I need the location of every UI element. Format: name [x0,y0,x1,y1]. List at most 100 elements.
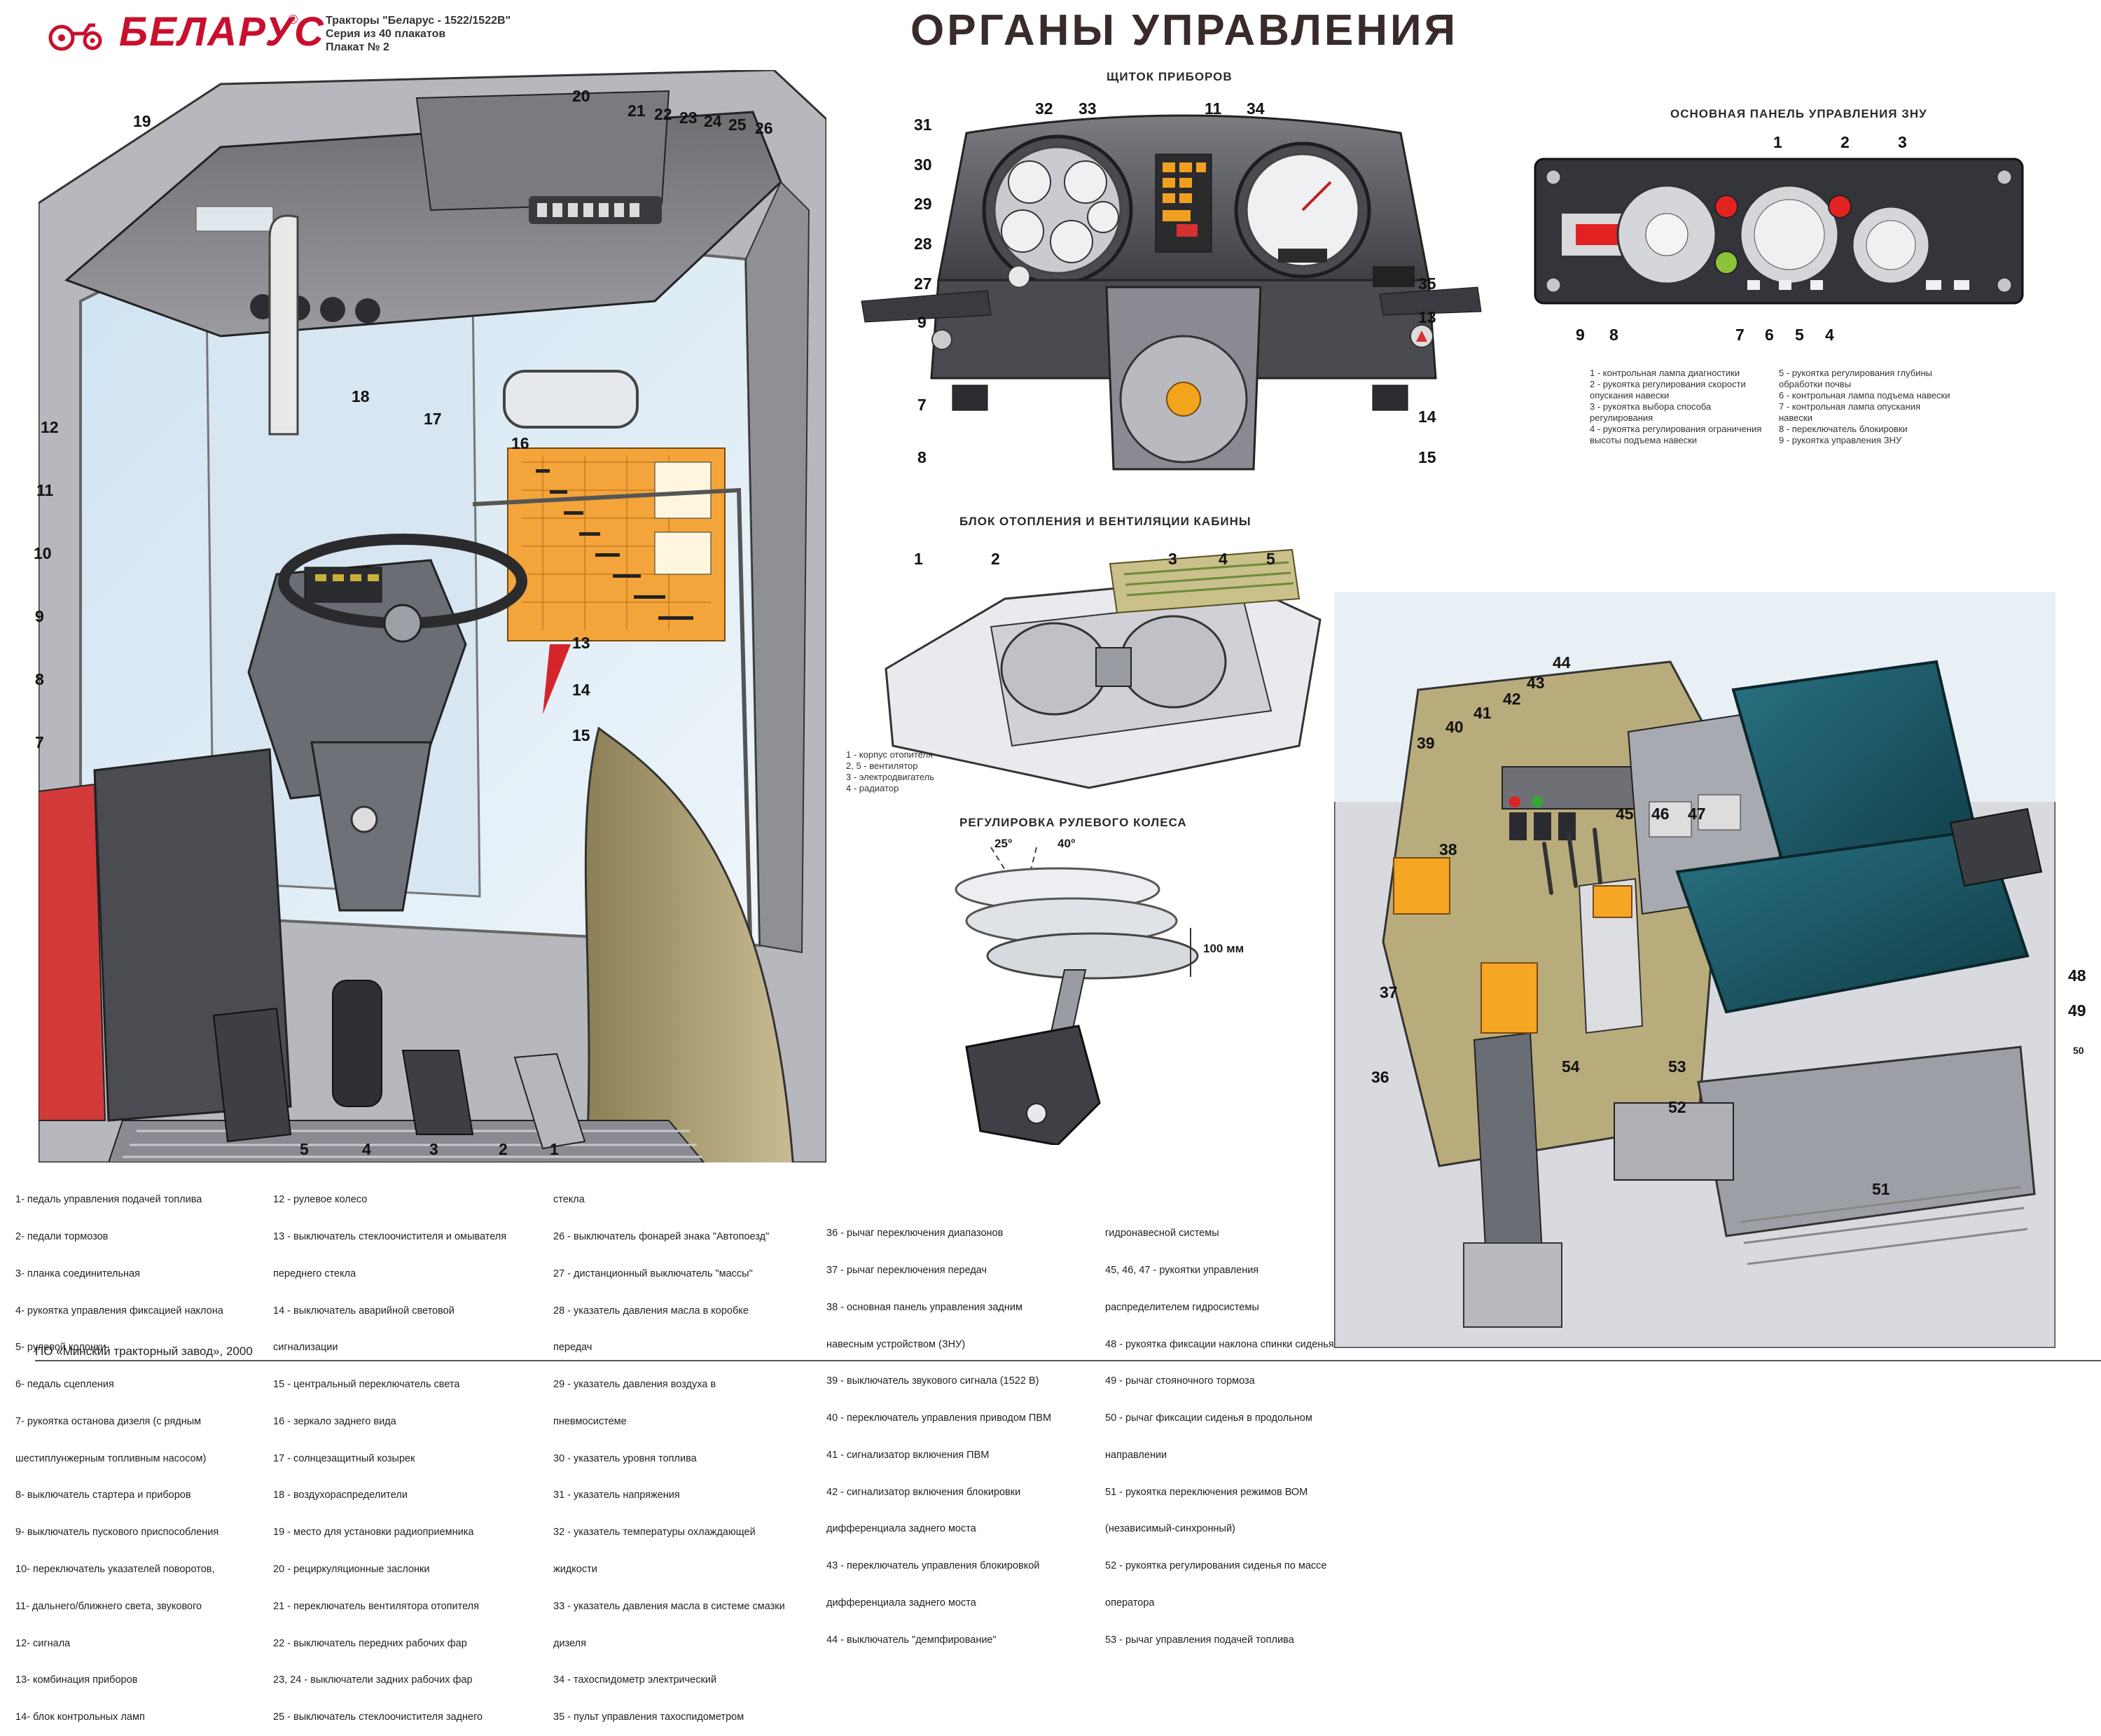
legend-item: 25 - выключатель стеклоочистителя заднег… [273,1711,483,1723]
cab-callout-26: 26 [755,119,773,137]
dash-callout-29: 29 [914,195,932,213]
legend-item: 19 - место для установки радиоприемника [273,1527,474,1539]
publisher-credit: ПО «Минский тракторный завод», 2000 [35,1345,253,1358]
znu-callout-3: 3 [1898,133,1907,151]
legend-item: 49 - рычаг стояночного тормоза [1105,1375,1255,1387]
legend-item: 21 - переключатель вентилятора отопителя [273,1600,479,1612]
cab-callout-11: 11 [36,481,54,499]
dash-callout-30: 30 [914,155,932,174]
heater-callout-1: 1 [914,550,923,568]
rear-callout-39: 39 [1417,734,1435,752]
steering-adjustment-illustration [955,847,1199,1145]
steering-angle-40: 40° [1058,837,1076,850]
legend-item: 17 - солнцезащитный козырек [273,1452,415,1464]
znu-legend-item: 3 - рукоятка выбора способа регулировани… [1590,401,1712,423]
legend-item: гидронавесной системы [1105,1228,1219,1239]
cab-callout-23: 23 [679,109,698,127]
rear-callout-54: 54 [1562,1057,1580,1076]
znu-legend-item: 5 - рукоятка регулирования глубины обраб… [1779,368,1932,389]
legend-item: 29 - указатель давления воздуха в [553,1379,716,1391]
cab-callout-3: 3 [429,1140,438,1158]
cab-callout-20: 20 [572,87,590,105]
dash-callout-27: 27 [914,275,932,293]
legend-item: 31 - указатель напряжения [553,1490,680,1501]
legend-item: сигнализации [273,1342,338,1354]
cab-callout-2: 2 [499,1140,508,1158]
legend-item: переднего стекла [273,1268,356,1279]
heater-unit-illustration [885,548,1322,789]
legend-item: (независимый-синхронный) [1105,1523,1235,1535]
legend-item: стекла [553,1194,585,1206]
cab-callout-5: 5 [300,1140,309,1158]
legend-item: 48 - рукоятка фиксации наклона спинки си… [1105,1338,1334,1350]
legend-item: 14 - выключатель аварийной световой [273,1305,455,1317]
legend-column-2: 12 - рулевое колесо 13 - выключатель сте… [273,1169,550,1736]
heater-legend-item: 1 - корпус отопителя [846,749,934,760]
rear-callout-51: 51 [1872,1180,1890,1198]
znu-control-panel-illustration [1534,158,2024,305]
legend-item: 51 - рукоятка переключения режимов ВОМ [1105,1486,1308,1498]
legend-item: 15 - центральный переключатель света [273,1379,460,1391]
heater-legend-item: 2, 5 - вентилятор [846,761,918,771]
legend-item: шестиплунжерным топливным насосом) [15,1452,207,1464]
cab-callout-8: 8 [35,670,44,688]
cab-callout-21: 21 [627,102,646,120]
cab-callout-10: 10 [34,544,52,562]
cab-callout-19: 19 [133,112,151,130]
dash-callout-32: 32 [1035,99,1053,118]
legend-item: 32 - указатель температуры охлаждающей [553,1527,756,1539]
legend-item: 37 - рычаг переключения передач [826,1264,987,1276]
legend-item: 35 - пульт управления тахоспидометром [553,1711,744,1723]
cab-callout-15: 15 [572,726,590,744]
brand-name: БЕЛАРУС [119,9,325,55]
legend-item: 53 - рычаг управления подачей топлива [1105,1634,1294,1646]
legend-item: передач [553,1342,592,1354]
dash-callout-33: 33 [1079,99,1097,118]
legend-item: дизеля [553,1637,586,1649]
rear-callout-47: 47 [1688,805,1706,823]
legend-item: 42 - сигнализатор включения блокировки [826,1486,1021,1498]
rear-callout-42: 42 [1503,690,1521,708]
cab-callout-12: 12 [41,418,59,436]
legend-item: 22 - выключатель передних рабочих фар [273,1637,467,1649]
legend-item: 36 - рычаг переключения диапазонов [826,1228,1004,1239]
legend-item: 30 - указатель уровня топлива [553,1452,697,1464]
cab-callout-9: 9 [35,607,44,625]
legend-item: 34 - тахоспидометр электрический [553,1674,717,1686]
cab-interior-illustration [39,70,826,1162]
legend-item: 45, 46, 47 - рукоятки управления [1105,1264,1259,1276]
legend-item: 26 - выключатель фонарей знака "Автопоез… [553,1230,770,1242]
rear-callout-40: 40 [1445,718,1464,736]
legend-item: 41 - сигнализатор включения ПВМ [826,1449,990,1461]
rear-callout-53: 53 [1668,1057,1686,1076]
legend-item: 2- педали тормозов [15,1230,109,1242]
heater-legend: 1 - корпус отопителя 2, 5 - вентилятор 3… [846,749,934,794]
legend-item: 43 - переключатель управления блокировко… [826,1560,1040,1572]
tractor-logo-icon [48,23,102,51]
legend-column-4: 36 - рычаг переключения диапазонов 37 - … [826,1203,1100,1659]
poster-series-count: Серия из 40 плакатов [326,28,446,40]
registered-mark: ® [289,13,298,27]
dash-callout-11: 11 [1205,99,1222,118]
legend-item: 50 - рычаг фиксации сиденья в продольном [1105,1412,1312,1424]
legend-item: 10- переключатель указателей поворотов, [15,1564,215,1575]
page-title: ОРГАНЫ УПРАВЛЕНИЯ [910,6,1459,55]
legend-column-3: стекла 26 - выключатель фонарей знака "А… [553,1169,826,1736]
cab-callout-16: 16 [511,434,529,452]
legend-item: 4- рукоятка управления фиксацией наклона [15,1305,223,1317]
poster-series-title: Тракторы "Беларус - 1522/1522В" [326,15,511,27]
cab-callout-13: 13 [572,634,590,652]
znu-legend-item: 8 - переключатель блокировки [1779,424,1908,434]
znu-legend-item: 1 - контрольная лампа диагностики [1590,368,1740,378]
instrument-panel-illustration [861,114,1482,471]
heater-section-title: БЛОК ОТОПЛЕНИЯ И ВЕНТИЛЯЦИИ КАБИНЫ [959,515,1251,528]
znu-legend-item: 7 - контрольная лампа опускания навески [1779,401,1921,423]
cab-callout-7: 7 [35,733,44,751]
legend-item: распределителем гидросистемы [1105,1301,1259,1313]
heater-legend-item: 4 - радиатор [846,783,899,793]
rear-callout-41: 41 [1474,704,1492,722]
legend-item: жидкости [553,1564,597,1575]
poster-number: Плакат № 2 [326,41,389,53]
legend-item: 12 - рулевое колесо [273,1194,368,1206]
znu-callout-8: 8 [1609,326,1618,344]
